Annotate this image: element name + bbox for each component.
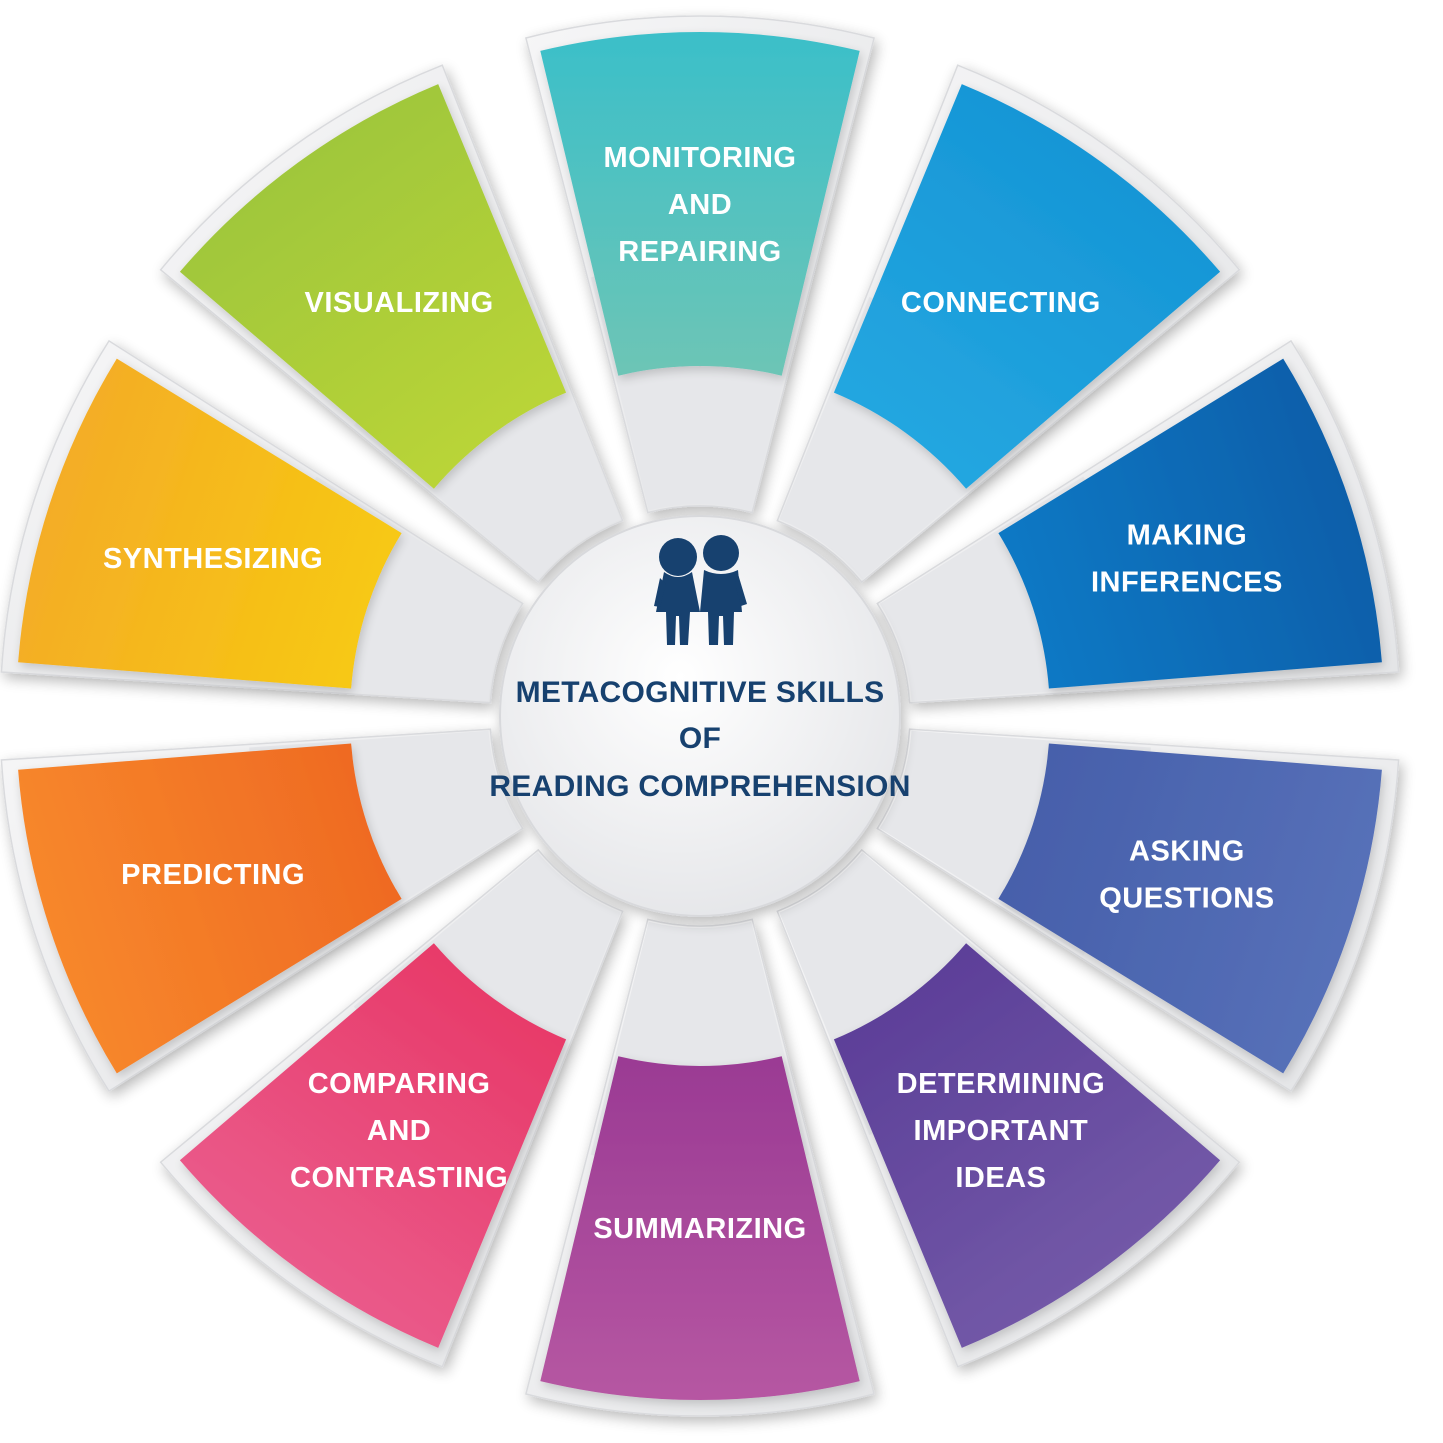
segment-label-making-inferences-line-1: MAKING xyxy=(1127,519,1248,551)
segment-label-making-inferences-line-2: INFERENCES xyxy=(1091,566,1283,598)
segment-visualizing xyxy=(179,84,567,489)
segment-making-inferences xyxy=(998,358,1382,689)
segment-label-predicting-line-1: PREDICTING xyxy=(121,859,305,891)
segment-asking-questions xyxy=(998,743,1382,1074)
segment-label-determining-line-2: IMPORTANT xyxy=(914,1115,1089,1147)
segment-label-monitoring-line-1: MONITORING xyxy=(604,142,797,174)
segment-monitoring xyxy=(540,31,860,376)
segment-label-summarizing-line-1: SUMMARIZING xyxy=(593,1213,806,1245)
segment-connecting xyxy=(833,84,1221,489)
segment-label-visualizing-line-1: VISUALIZING xyxy=(305,287,494,319)
center-circle xyxy=(499,515,901,917)
segment-synthesizing xyxy=(18,358,402,689)
children-icon xyxy=(654,535,747,645)
segment-label-monitoring-line-3: REPAIRING xyxy=(618,236,781,268)
segment-summarizing xyxy=(540,1056,860,1401)
segment-label-comparing-line-3: CONTRASTING xyxy=(290,1162,508,1194)
segment-label-monitoring-line-2: AND xyxy=(668,189,732,221)
center-title-line-1: METACOGNITIVE SKILLS xyxy=(516,676,885,709)
segment-label-determining-line-3: IDEAS xyxy=(955,1162,1046,1194)
segments xyxy=(18,31,1382,1401)
segment-label-asking-questions-line-1: ASKING xyxy=(1129,836,1245,868)
segment-label-comparing-line-2: AND xyxy=(367,1115,431,1147)
center-title-line-2: OF xyxy=(679,722,721,755)
segment-label-connecting-line-1: CONNECTING xyxy=(901,287,1101,319)
segment-labels: MONITORING AND REPAIRING CONNECTING MAKING IN… xyxy=(103,142,1283,1245)
segment-label-determining-line-1: DETERMINING xyxy=(897,1068,1106,1100)
center-hub: METACOGNITIVE SKILLS OF READING COMPREHE… xyxy=(489,515,910,917)
segment-label-asking-questions-line-2: QUESTIONS xyxy=(1099,883,1274,915)
center-title-line-3: READING COMPREHENSION xyxy=(489,770,910,803)
segment-comparing xyxy=(179,943,567,1348)
segment-determining xyxy=(833,943,1221,1348)
segment-label-synthesizing-line-1: SYNTHESIZING xyxy=(103,543,323,575)
segment-predicting xyxy=(18,743,402,1074)
segment-label-comparing-line-1: COMPARING xyxy=(308,1068,491,1100)
